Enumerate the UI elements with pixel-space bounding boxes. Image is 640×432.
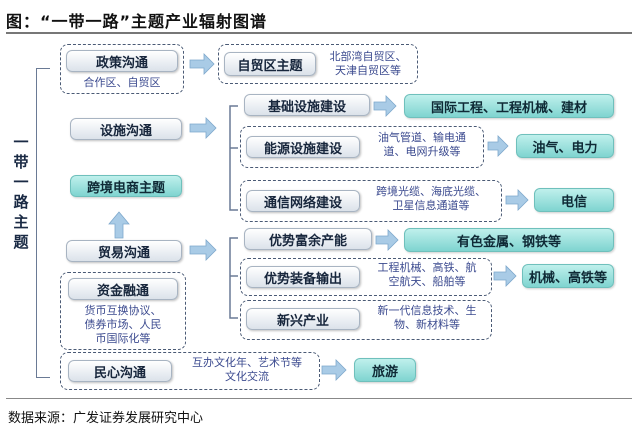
facility-bracket (229, 105, 238, 211)
telecom-note-1: 跨境光缆、海底光缆、 (376, 185, 486, 198)
finance-group (60, 272, 186, 350)
emerging-group (240, 300, 492, 340)
footer-divider (6, 398, 632, 399)
node-facility[interactable]: 设施沟通 (70, 118, 182, 140)
ftz-note-2: 天津自贸区等 (335, 64, 401, 77)
node-tourism[interactable]: 旅游 (354, 358, 416, 382)
node-cross-border[interactable]: 跨境电商主题 (70, 175, 182, 197)
node-infra[interactable]: 基础设施建设 (244, 94, 370, 116)
node-policy[interactable]: 政策沟通 (66, 50, 178, 72)
ftz-group (218, 44, 418, 84)
policy-note: 合作区、自贸区 (83, 76, 161, 89)
node-equipment-out[interactable]: 机械、高铁等 (522, 264, 614, 288)
arrow-equipment (493, 265, 517, 287)
node-telecom-out[interactable]: 电信 (534, 188, 614, 212)
policy-group (60, 44, 184, 94)
arrow-telecom (505, 189, 529, 211)
node-finance[interactable]: 资金融通 (68, 278, 178, 300)
finance-note-2: 债券市场、人民 (84, 318, 162, 331)
node-trade[interactable]: 贸易沟通 (66, 240, 182, 262)
node-telecom[interactable]: 通信网络建设 (246, 190, 360, 212)
equipment-note-2: 空航天、船舶等 (388, 275, 466, 288)
finance-note-3: 币国际化等 (95, 332, 151, 345)
energy-group (240, 126, 484, 168)
node-ftz-theme[interactable]: 自贸区主题 (224, 52, 316, 76)
ftz-note-1: 北部湾自贸区、 (329, 50, 407, 63)
people-group (60, 352, 320, 390)
energy-note-2: 道、电网升级等 (383, 145, 461, 158)
finance-note-1: 货币互换协议、 (84, 304, 162, 317)
arrow-infra (373, 95, 397, 117)
arrow-trade (189, 239, 217, 261)
emerging-note-2: 物、新材料等 (394, 318, 460, 331)
node-people[interactable]: 民心沟通 (68, 360, 172, 382)
main-bracket (36, 68, 50, 378)
side-title: 一带一路主题 (13, 133, 29, 251)
arrow-people (321, 359, 347, 381)
title-divider (6, 32, 632, 34)
node-surplus-out[interactable]: 有色金属、钢铁等 (404, 228, 614, 252)
trade-bracket (229, 237, 238, 319)
node-emerging[interactable]: 新兴产业 (246, 308, 360, 330)
node-equipment[interactable]: 优势装备输出 (246, 266, 360, 288)
node-surplus[interactable]: 优势富余产能 (244, 228, 372, 250)
equipment-note-1: 工程机械、高铁、航 (377, 261, 477, 274)
arrow-energy (487, 135, 509, 157)
emerging-note-1: 新一代信息技术、生 (377, 304, 477, 317)
source-note: 数据来源：广发证券发展研究中心 (8, 411, 204, 426)
telecom-group (240, 180, 502, 222)
telecom-note-2: 卫星信息通道等 (392, 199, 470, 212)
energy-note-1: 油气管道、输电通 (378, 131, 466, 144)
arrow-facility (189, 117, 217, 139)
arrow-surplus (375, 229, 399, 251)
people-note-1: 互办文化年、艺术节等 (192, 356, 302, 369)
arrow-policy (189, 53, 215, 75)
equipment-group (240, 258, 492, 296)
figure-title: 图：“一带一路”主题产业辐射图谱 (6, 12, 268, 31)
node-infra-out[interactable]: 国际工程、工程机械、建材 (404, 94, 614, 118)
node-energy-out[interactable]: 油气、电力 (516, 134, 614, 158)
arrow-crossborder (108, 211, 130, 239)
node-energy[interactable]: 能源设施建设 (246, 136, 360, 158)
people-note-2: 文化交流 (225, 370, 269, 383)
